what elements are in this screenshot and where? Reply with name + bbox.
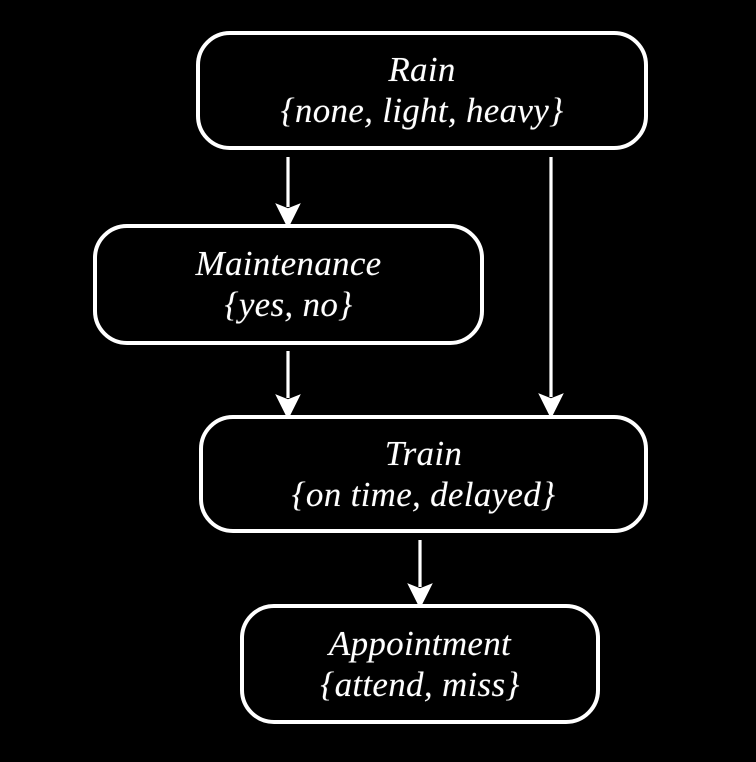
node-rain-states: {none, light, heavy} xyxy=(280,91,564,130)
node-rain[interactable]: Rain {none, light, heavy} xyxy=(196,31,648,150)
node-maintenance-states: {yes, no} xyxy=(224,285,353,324)
node-train[interactable]: Train {on time, delayed} xyxy=(199,415,648,533)
node-appointment[interactable]: Appointment {attend, miss} xyxy=(240,604,600,724)
node-train-states: {on time, delayed} xyxy=(291,474,556,514)
node-maintenance-label: Maintenance xyxy=(195,244,382,284)
node-appointment-label: Appointment xyxy=(328,623,512,663)
node-train-label: Train xyxy=(384,433,463,473)
node-maintenance[interactable]: Maintenance {yes, no} xyxy=(93,224,484,345)
node-appointment-states: {attend, miss} xyxy=(320,664,520,704)
node-rain-label: Rain xyxy=(388,50,456,90)
